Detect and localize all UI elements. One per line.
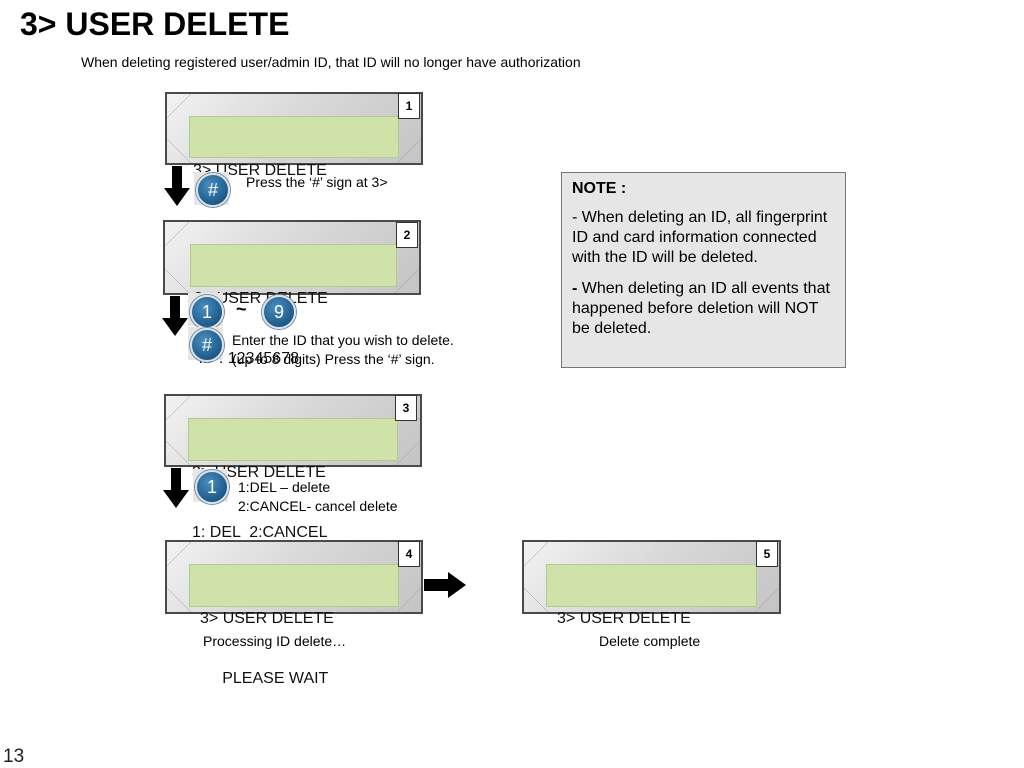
lcd-line: 3> USER DELETE bbox=[200, 610, 334, 627]
step-3-caption-line-1: 1:DEL – delete bbox=[238, 479, 331, 495]
note-item-1: - When deleting an ID, all fingerprint I… bbox=[572, 209, 828, 266]
lcd-line: 3> USER DELETE bbox=[557, 610, 691, 627]
step-number: 1 bbox=[398, 93, 420, 119]
one-key-icon: 1 bbox=[190, 295, 224, 329]
lcd-screen: 3> USER DELETE 1: DEL 2:CANCEL bbox=[188, 418, 398, 541]
lcd-screen: 3> USER DELETE ID : 12345678 bbox=[190, 244, 397, 367]
page-title: 3> USER DELETE bbox=[20, 6, 290, 42]
lcd-screen: 3> USER DELETE bbox=[189, 116, 399, 179]
page-subtitle: When deleting registered user/admin ID, … bbox=[81, 54, 581, 70]
step-2-caption-line-1: Enter the ID that you wish to delete. bbox=[232, 332, 454, 348]
down-arrow-icon bbox=[160, 296, 190, 341]
note-item-2-text: When deleting an ID all events that happ… bbox=[572, 280, 830, 337]
lcd-panel-step-3: 3> USER DELETE 1: DEL 2:CANCEL bbox=[164, 394, 422, 541]
note-box: NOTE : - When deleting an ID, all finger… bbox=[561, 172, 846, 368]
lcd-panel-step-4: 3> USER DELETE PLEASE WAIT bbox=[165, 540, 423, 687]
lcd-screen: 3> USER DELETE PLEASE WAIT bbox=[189, 564, 399, 687]
down-arrow-icon bbox=[162, 166, 192, 211]
step-number: 5 bbox=[756, 541, 778, 567]
note-item-2: - When deleting an ID all events that ha… bbox=[572, 279, 835, 339]
down-arrow-icon bbox=[161, 468, 191, 513]
step-1-caption: Press the ‘#’ sign at 3> bbox=[246, 174, 388, 190]
right-arrow-icon bbox=[424, 570, 468, 605]
hash-key-icon: # bbox=[196, 173, 230, 207]
note-item-2-dash: - bbox=[572, 280, 578, 297]
step-2-caption-line-2: (up to 8 digits) Press the ‘#’ sign. bbox=[232, 351, 435, 367]
lcd-panel-step-1: 3> USER DELETE bbox=[165, 92, 423, 179]
note-heading: NOTE : bbox=[572, 180, 627, 197]
step-number: 4 bbox=[398, 541, 420, 567]
lcd-line: PLEASE WAIT bbox=[200, 670, 329, 687]
nine-key-icon: 9 bbox=[262, 295, 296, 329]
step-3-caption-line-2: 2:CANCEL- cancel delete bbox=[238, 498, 398, 514]
step-number: 2 bbox=[396, 222, 418, 248]
step-number: 3 bbox=[395, 395, 417, 421]
lcd-screen: 3> USER DELETE bbox=[546, 564, 757, 627]
lcd-panel-step-2: 3> USER DELETE ID : 12345678 bbox=[163, 220, 421, 367]
range-tilde: ~ bbox=[236, 299, 247, 319]
page-number: 13 bbox=[3, 746, 25, 767]
lcd-line: 1: DEL 2:CANCEL bbox=[192, 524, 328, 541]
lcd-panel-step-5: 3> USER DELETE bbox=[522, 540, 781, 627]
hash-key-icon: # bbox=[190, 328, 224, 362]
step-5-caption: Delete complete bbox=[599, 633, 701, 649]
one-key-icon: 1 bbox=[195, 470, 229, 504]
step-4-caption: Processing ID delete… bbox=[203, 633, 347, 649]
